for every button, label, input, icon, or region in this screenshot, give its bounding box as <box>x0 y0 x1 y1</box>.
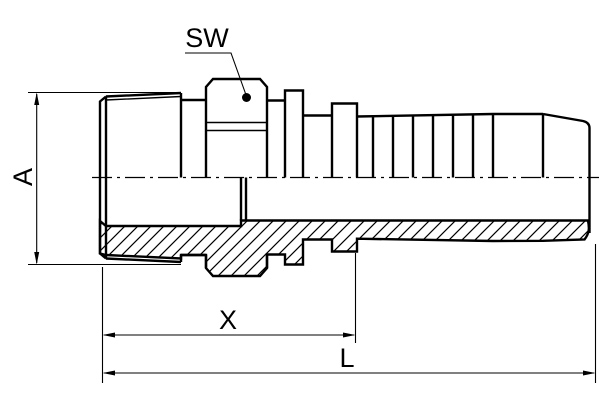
x-extension-lines <box>101 253 357 383</box>
collar-2 <box>330 102 359 178</box>
thread-root <box>105 95 182 260</box>
bore-step-edge <box>239 177 248 221</box>
shank-tip <box>542 112 591 233</box>
thread-end-face <box>98 95 108 260</box>
label-x: X <box>219 305 237 335</box>
arrowhead-down-icon <box>34 252 40 265</box>
shank-serrations <box>371 114 545 178</box>
dimension-l: L <box>102 244 597 383</box>
arrowhead-left-icon <box>102 332 115 338</box>
leader-sw: SW <box>185 23 251 102</box>
arrowhead-left-icon <box>102 370 115 376</box>
arrowhead-up-icon <box>34 92 40 105</box>
sw-leader-dot <box>242 93 251 102</box>
hex <box>204 77 269 178</box>
label-l: L <box>339 343 354 373</box>
sw-leader-line <box>185 52 247 94</box>
dimension-a: A <box>8 91 181 266</box>
dimension-x: X <box>101 253 357 383</box>
fitting-outline <box>98 77 591 268</box>
hex-section-sides <box>204 254 269 268</box>
thread-runout <box>179 93 206 262</box>
label-sw: SW <box>185 23 229 53</box>
a-extension-lines <box>28 91 181 266</box>
arrowhead-right-icon <box>343 332 356 338</box>
shank-envelope <box>356 112 543 118</box>
hex-facet-lines <box>206 121 267 132</box>
thread-crest <box>105 91 182 264</box>
arrowhead-right-icon <box>583 370 596 376</box>
label-a: A <box>8 168 38 186</box>
collar-1 <box>283 89 305 178</box>
